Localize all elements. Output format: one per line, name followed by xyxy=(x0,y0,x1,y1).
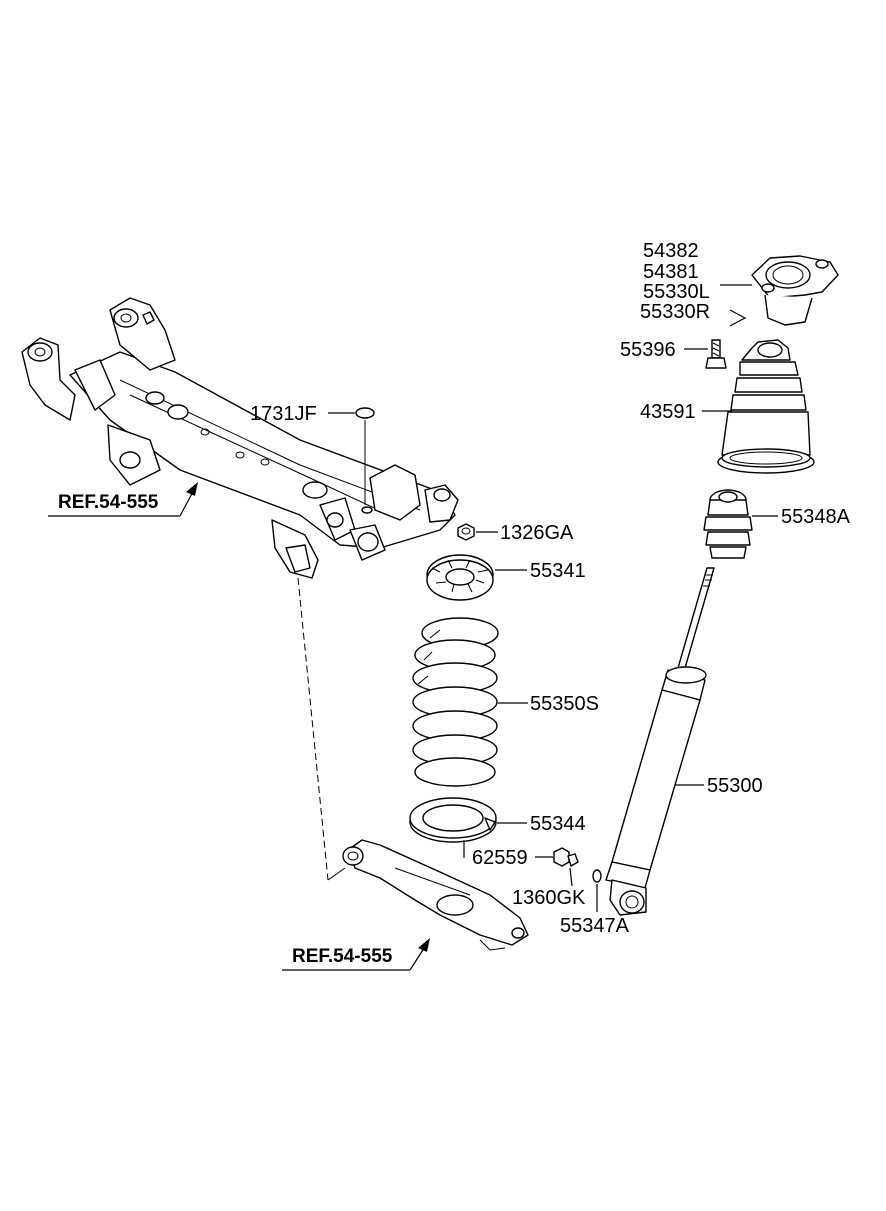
pin-62559: 62559 xyxy=(463,840,528,869)
shock-absorber-55300: 55300 xyxy=(605,567,763,916)
crossmember-reference: REF.54-555 xyxy=(48,482,198,517)
washer-55347a: 55347A xyxy=(560,869,630,937)
label-54382: 54382 xyxy=(643,240,699,262)
dust-cover-43591: 43591 xyxy=(640,339,815,474)
label-62559: 62559 xyxy=(472,847,528,869)
label-55330r: 55330R xyxy=(640,301,710,323)
label-55344: 55344 xyxy=(530,813,586,835)
lower-arm-reference: REF.54-555 xyxy=(282,938,430,971)
label-55300: 55300 xyxy=(707,775,763,797)
label-55350s: 55350S xyxy=(530,693,599,715)
label-55341: 55341 xyxy=(530,560,586,582)
label-54381: 54381 xyxy=(643,261,699,283)
crossmember-arm-link xyxy=(297,577,329,881)
lower-spring-pad-55344: 55344 xyxy=(409,797,586,843)
bump-stopper-55348a: 55348A xyxy=(703,489,851,559)
rear-crossmember xyxy=(21,297,459,579)
label-55330l: 55330L xyxy=(643,281,710,303)
crossmember-ref-text: REF.54-555 xyxy=(58,492,159,513)
nut-1326ga: 1326GA xyxy=(457,522,574,544)
upper-mount: 54382 54381 55330L 55330R xyxy=(640,240,839,327)
label-55347a: 55347A xyxy=(560,915,630,937)
plug-1731jf: 1731JF xyxy=(250,403,375,514)
bolt-55396: 55396 xyxy=(620,339,727,369)
lower-arm xyxy=(342,839,529,951)
upper-spring-pad-55341: 55341 xyxy=(426,554,586,601)
label-55348a: 55348A xyxy=(781,506,851,528)
label-55396: 55396 xyxy=(620,339,676,361)
label-43591: 43591 xyxy=(640,401,696,423)
nut-1360gk: 1360GK xyxy=(512,847,586,909)
label-1360gk: 1360GK xyxy=(512,887,586,909)
lower-arm-ref-text: REF.54-555 xyxy=(292,946,393,967)
coil-spring-55350s: 55350S xyxy=(412,617,599,787)
label-1731jf: 1731JF xyxy=(250,403,317,425)
label-1326ga: 1326GA xyxy=(500,522,574,544)
